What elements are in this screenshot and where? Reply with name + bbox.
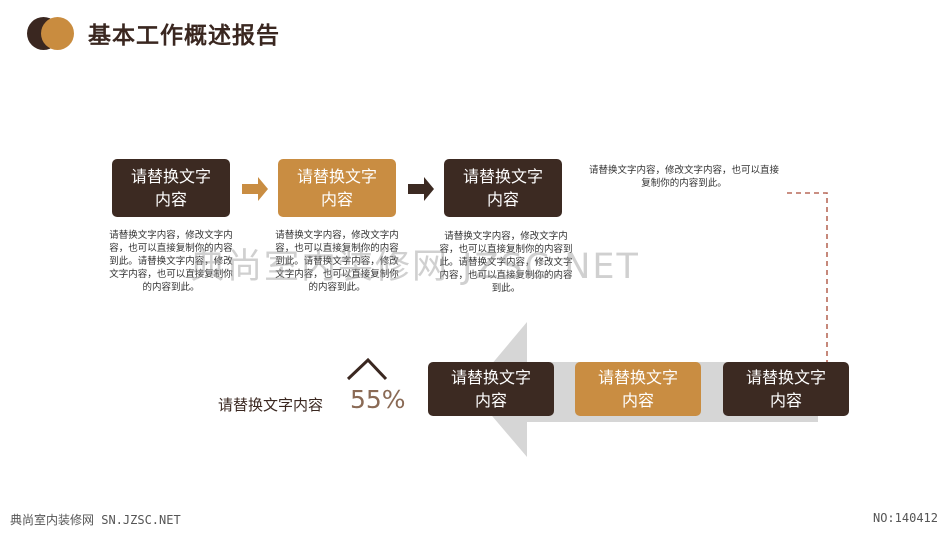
caret-up-icon [346,357,388,381]
logo-orange-circle [41,17,74,50]
step-box-2: 请替换文字 内容 [278,159,396,217]
bottom-box-1: 请替换文字 内容 [428,362,554,416]
bottom-box-1-label: 请替换文字 内容 [450,368,531,410]
step-desc-1: 请替换文字内容，修改文字内容，也可以直接复制你的内容到此。请替换文字内容，修改文… [109,230,233,293]
logo-circles [27,17,79,53]
page-title: 基本工作概述报告 [88,23,280,49]
arrow-right-orange [242,177,268,201]
step-desc-3: 请替换文字内容，修改文字内容，也可以直接复制你的内容到此。请替换文字内容，修改文… [439,231,573,294]
progress-label: 请替换文字内容 [218,396,324,414]
watermark-text: 典尚室内装修网 JZSC.NET [190,247,640,287]
footer-number-text: NO:140412 [872,511,938,525]
arrow-right-dark [408,177,434,201]
step-desc-2: 请替换文字内容，修改文字内容，也可以直接复制你的内容到此。请替换文字内容，修改文… [275,230,399,293]
bottom-box-2-label: 请替换文字 内容 [597,368,678,410]
dashed-connector [787,192,828,372]
bottom-box-3: 请替换文字 内容 [723,362,849,416]
step-box-3: 请替换文字 内容 [444,159,562,217]
step-box-2-label: 请替换文字 内容 [296,167,377,209]
footer-site-text: 典尚室内装修网 SN.JZSC.NET [10,513,181,527]
bottom-box-2: 请替换文字 内容 [575,362,701,416]
step-box-1: 请替换文字 内容 [112,159,230,217]
step-box-1-label: 请替换文字 内容 [130,167,211,209]
progress-value: 55% [350,385,406,414]
side-desc: 请替换文字内容，修改文字内容，也可以直接复制你的内容到此。 [588,165,779,189]
bottom-box-3-label: 请替换文字 内容 [745,368,826,410]
step-box-3-label: 请替换文字 内容 [462,167,543,209]
